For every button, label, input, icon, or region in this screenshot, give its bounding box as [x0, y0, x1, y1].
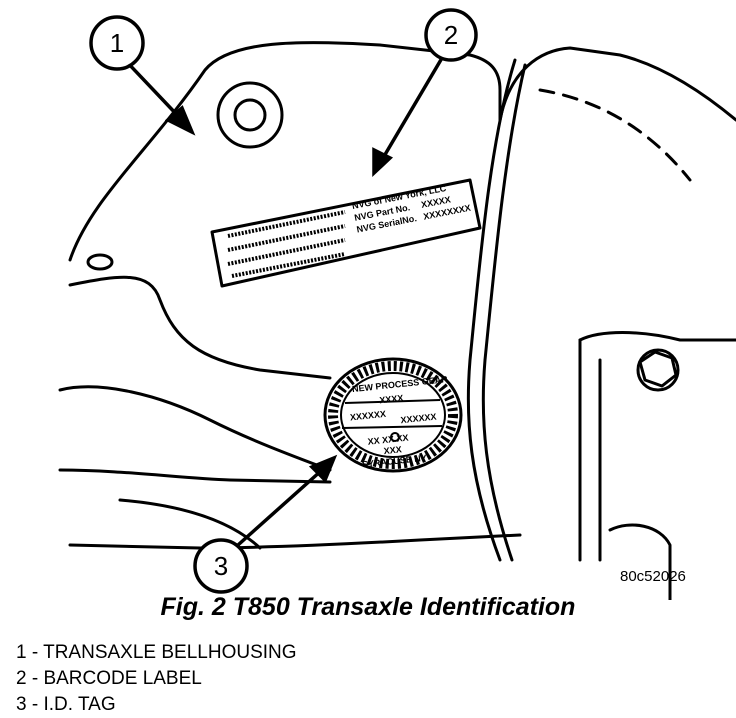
leader-line-3 [236, 468, 324, 547]
barcode-stripes [227, 210, 346, 278]
id-tag-row3: XX XX XX [367, 433, 409, 447]
transaxle-illustration: NVG of New York, LLC NVG Part No. XXXXX … [58, 8, 736, 600]
id-tag-row2b: XXXXXX [400, 411, 437, 425]
leader-line-1 [123, 58, 182, 120]
id-tag-row4: XXX [383, 444, 402, 456]
small-hole [86, 253, 114, 271]
callout-circle-2 [424, 8, 478, 62]
bellhousing-outline [68, 41, 502, 262]
legend-item-3: 3 - I.D. TAG [16, 694, 116, 715]
callout-circle-3 [193, 538, 249, 594]
callout-circle-1 [89, 15, 145, 71]
barcode-label-outline [210, 178, 482, 288]
case-right-outline [498, 46, 736, 122]
callout-number-3: 3 [214, 551, 228, 581]
figure-caption: Fig. 2 T850 Transaxle Identification [160, 593, 576, 621]
id-tag-row1: XXXX [379, 393, 404, 405]
bellhousing-inner-edge [68, 275, 332, 380]
bellhousing-lower-edge [58, 468, 332, 484]
mounting-boss-outer [216, 81, 284, 149]
callout-legend: 1 - TRANSAXLE BELLHOUSING 2 - BARCODE LA… [16, 640, 297, 718]
legend-item-2: 2 - BARCODE LABEL [16, 668, 202, 689]
bolt-head [638, 350, 678, 388]
arrowhead-3 [308, 454, 338, 484]
legend-item-1: 1 - TRANSAXLE BELLHOUSING [16, 642, 297, 663]
bolt-washer [636, 348, 680, 392]
callout-number-1: 1 [110, 28, 124, 58]
case-right-body [578, 331, 736, 342]
bracket [608, 523, 672, 600]
id-tag [323, 357, 463, 473]
bellhousing-flange [58, 385, 332, 472]
mounting-boss-inner [233, 98, 267, 132]
arrowhead-2 [372, 147, 394, 178]
arrowhead-1 [164, 105, 196, 136]
case-seam [466, 58, 517, 562]
leader-line-2 [381, 57, 444, 159]
id-tag-row2: XXXXXX [350, 409, 387, 423]
figure-id: 80c52026 [620, 568, 686, 585]
case-seam-inner [481, 63, 527, 562]
bellhousing-base [68, 533, 522, 550]
bellhousing-rib [118, 498, 262, 550]
callout-number-2: 2 [444, 20, 458, 50]
case-dashed-edge [538, 88, 692, 182]
